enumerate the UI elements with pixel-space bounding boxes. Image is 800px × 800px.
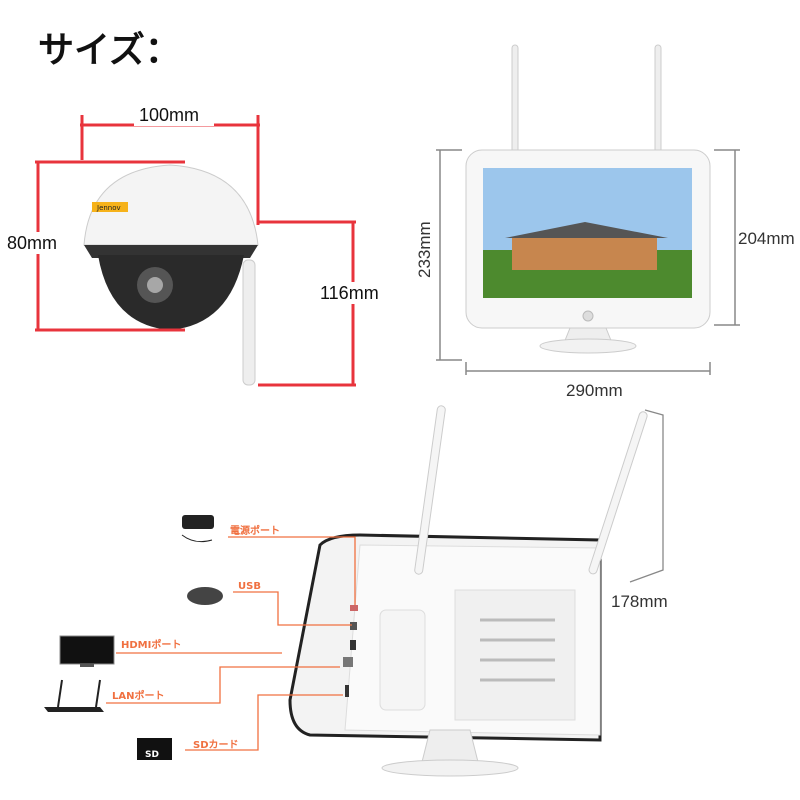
tv-icon	[59, 635, 115, 665]
port-label-sd: SDカード	[193, 739, 239, 751]
brand-logo	[92, 202, 128, 212]
port-label-power: 電源ポート	[230, 524, 280, 537]
antenna-dimension-line	[629, 409, 664, 583]
port-callout-lines	[106, 536, 356, 751]
monitor-height-label: 233mm	[415, 221, 434, 278]
monitor-dimension-lines	[436, 149, 740, 375]
port-label-hdmi: HDMIポート	[121, 638, 181, 651]
port-label-usb: USB	[238, 581, 261, 592]
monitor-width-label: 290mm	[566, 381, 623, 400]
monitor-screen-height-label: 204mm	[738, 229, 795, 248]
port-icons: SD	[44, 515, 223, 760]
mouse-icon	[187, 587, 223, 605]
power-cable-icon	[181, 534, 213, 543]
sd-card-icon	[137, 738, 172, 760]
camera-height-label: 80mm	[7, 233, 57, 253]
page-title: サイズ：	[38, 29, 181, 71]
monitor-back	[288, 405, 648, 777]
port-label-lan: LANポート	[112, 689, 164, 702]
camera-total-height-label: 116mm	[320, 283, 379, 303]
camera-width-label: 100mm	[139, 105, 199, 125]
sd-card-icon-text: SD	[145, 750, 159, 760]
dome-camera: Jennov	[83, 164, 259, 386]
router-icon	[44, 707, 104, 712]
power-adapter-icon	[182, 515, 214, 529]
brand-logo-text: Jennov	[96, 204, 121, 212]
antenna-height-label: 178mm	[611, 592, 668, 611]
monitor-front	[465, 44, 711, 354]
